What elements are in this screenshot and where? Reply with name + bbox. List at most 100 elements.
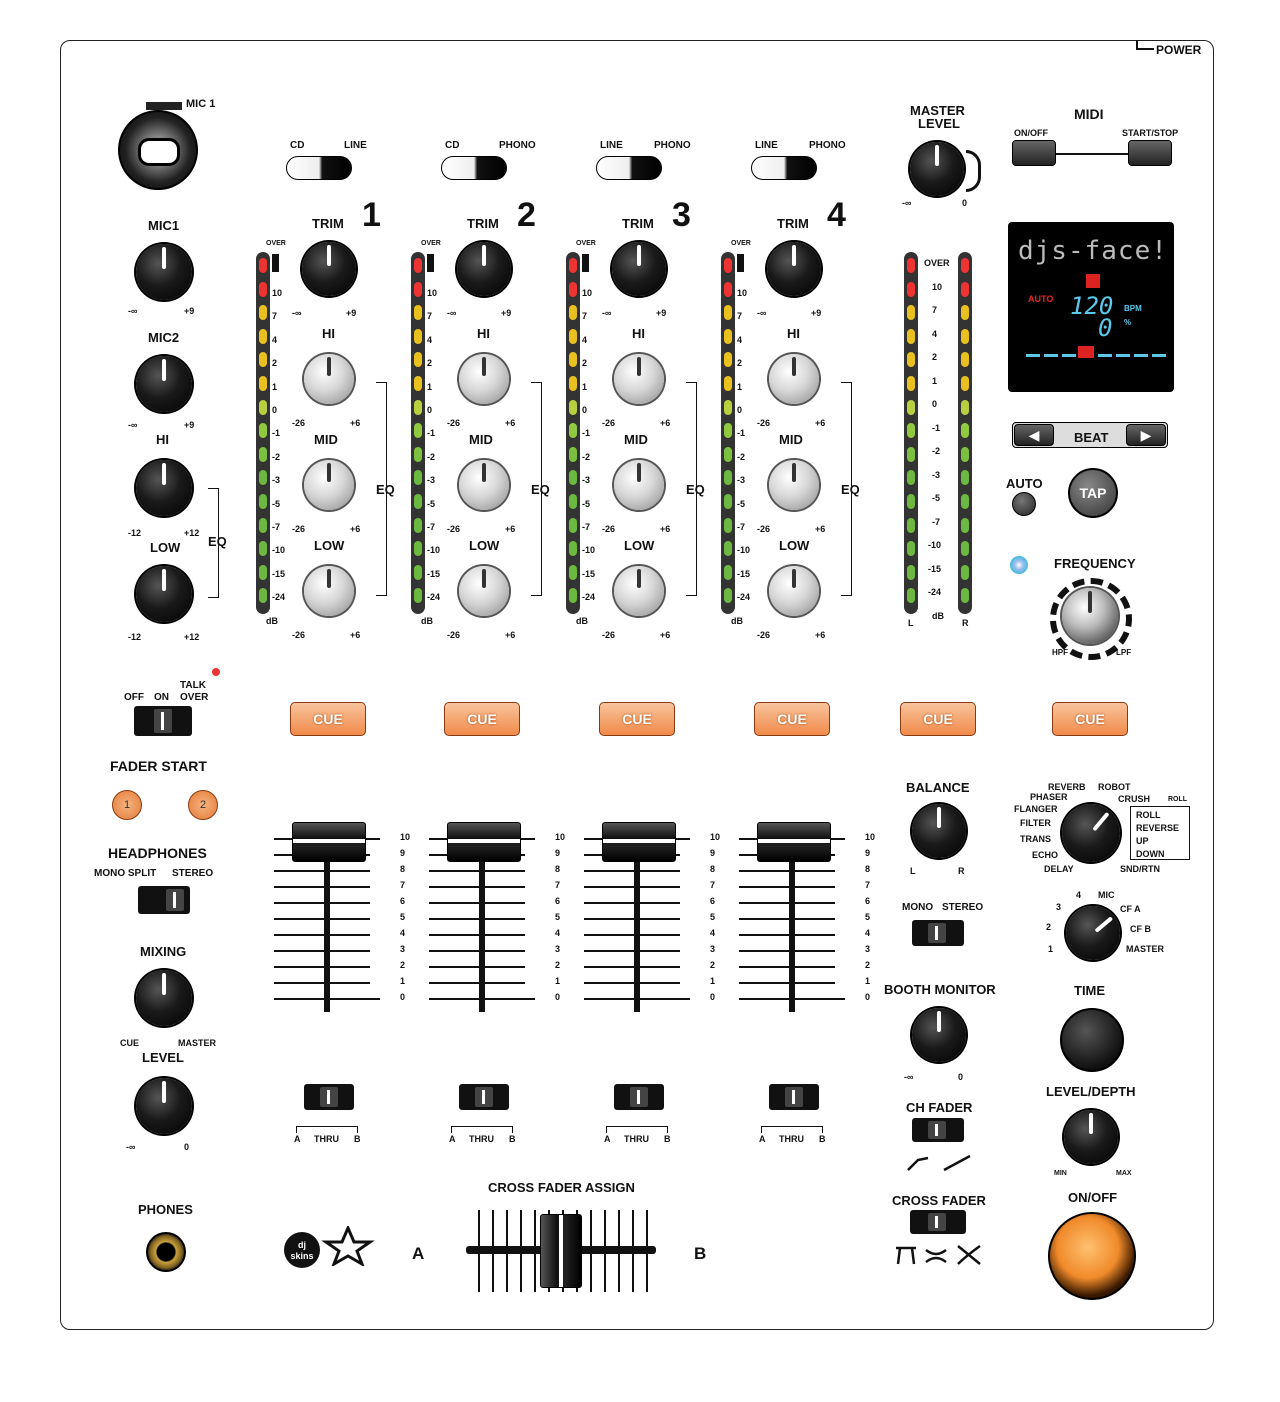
auto-button[interactable]	[1012, 492, 1036, 516]
headphones-mode-switch[interactable]	[138, 886, 190, 914]
fader-tick	[429, 902, 525, 904]
ch1-mid-min: -26	[292, 524, 306, 534]
ch2-hi-knob[interactable]	[459, 354, 509, 404]
ch1-low-knob[interactable]	[304, 566, 354, 616]
mono-stereo-switch[interactable]	[912, 920, 964, 946]
mic-low-knob[interactable]	[136, 566, 192, 622]
ch1-trim-knob[interactable]	[302, 242, 356, 296]
cue-button-4[interactable]: CUE	[754, 702, 830, 736]
meter-segment	[414, 446, 422, 462]
ch3-mid-knob[interactable]	[614, 460, 664, 510]
ch1-mid-knob[interactable]	[304, 460, 354, 510]
ch2-input-switch[interactable]	[441, 156, 507, 180]
tap-button[interactable]: TAP	[1068, 468, 1118, 518]
meter-segment	[961, 588, 969, 604]
ch1-meter-scale-label: -5	[272, 498, 281, 509]
ch1-meter-scale-label: -2	[272, 451, 281, 462]
ch4-crossfader-assign-switch[interactable]	[769, 1084, 819, 1110]
ch3-hi-knob[interactable]	[614, 354, 664, 404]
master-level-title-1: MASTER	[910, 103, 965, 118]
ch4-hi-knob[interactable]	[769, 354, 819, 404]
ch4-low-max: +6	[815, 630, 826, 640]
headphones-level-label: LEVEL	[142, 1050, 184, 1065]
ch3-meter-scale-label: -3	[582, 475, 591, 486]
ch2-crossfader-assign-switch[interactable]	[459, 1084, 509, 1110]
ch3-fader-cap[interactable]	[602, 822, 676, 862]
cue-button-1[interactable]: CUE	[290, 702, 366, 736]
time-knob[interactable]	[1060, 1008, 1124, 1072]
ch4-fader-cap[interactable]	[757, 822, 831, 862]
lpf-label: LPF	[1116, 648, 1132, 657]
mic1-level-knob[interactable]	[136, 244, 192, 300]
master-level-knob[interactable]	[910, 142, 964, 196]
phones-jack[interactable]	[146, 1232, 186, 1272]
ch4-over-label: OVER	[731, 240, 751, 247]
ch1-hi-knob[interactable]	[304, 354, 354, 404]
fader-tick	[274, 966, 370, 968]
meter-segment	[414, 305, 422, 321]
cross-fader-curve-switch[interactable]	[910, 1210, 966, 1234]
ch1-fader-scale: 1	[400, 976, 406, 986]
beat-left-button[interactable]: ◀	[1014, 424, 1054, 446]
ch3-input-switch[interactable]	[596, 156, 662, 180]
mic2-level-knob[interactable]	[136, 356, 192, 412]
effect-select-knob[interactable]	[1062, 804, 1120, 862]
meter-segment	[724, 423, 732, 439]
ch4-input-switch[interactable]	[751, 156, 817, 180]
ch2-low-knob[interactable]	[459, 566, 509, 616]
cue-button-2[interactable]: CUE	[444, 702, 520, 736]
meter-segment	[724, 376, 732, 391]
effect-onoff-button[interactable]	[1048, 1212, 1136, 1300]
ch3-low-knob[interactable]	[614, 566, 664, 616]
midi-onoff-button[interactable]	[1012, 140, 1056, 166]
crossfader-cap[interactable]	[540, 1214, 582, 1288]
ch3-level-meter	[566, 252, 580, 614]
fader-tick	[274, 902, 370, 904]
display-auto: AUTO	[1028, 294, 1054, 304]
ch3-meter-scale-label: -10	[582, 545, 596, 556]
display-percent: 0	[1098, 314, 1113, 342]
meter-segment	[961, 281, 969, 297]
ch4-mid-knob[interactable]	[769, 460, 819, 510]
ch4-assign-b: B	[819, 1134, 826, 1144]
ch2-mid-knob[interactable]	[459, 460, 509, 510]
ch4-meter-scale-label: -3	[737, 475, 746, 486]
cue-button-6[interactable]: CUE	[1052, 702, 1128, 736]
ch3-trim-knob[interactable]	[612, 242, 666, 296]
meter-segment	[724, 328, 732, 344]
ch3-crossfader-assign-switch[interactable]	[614, 1084, 664, 1110]
frequency-knob[interactable]	[1062, 588, 1118, 644]
headphones-mixing-knob[interactable]	[136, 970, 192, 1026]
ch1-input-switch[interactable]	[286, 156, 352, 180]
ch1-low-min: -26	[292, 630, 306, 640]
ch-fader-curve-switch[interactable]	[912, 1118, 964, 1142]
ch2-fader-scale: 2	[555, 960, 561, 970]
level-depth-knob[interactable]	[1064, 1110, 1118, 1164]
headphones-level-knob[interactable]	[136, 1078, 192, 1134]
mic-hi-knob[interactable]	[136, 460, 192, 516]
meter-segment	[569, 446, 577, 462]
channel-select-label: MASTER	[1126, 944, 1164, 954]
talkover-switch[interactable]	[134, 706, 192, 736]
cue-button-5[interactable]: CUE	[900, 702, 976, 736]
frequency-title: FREQUENCY	[1054, 556, 1136, 571]
cue-button-3[interactable]: CUE	[599, 702, 675, 736]
meter-segment	[259, 588, 267, 604]
master-meter-scale-label: -24	[928, 587, 942, 597]
fader-start-1-button[interactable]: 1	[112, 790, 142, 820]
ch1-fader-cap[interactable]	[292, 822, 366, 862]
channel-select-knob[interactable]	[1066, 906, 1120, 960]
ch4-trim-knob[interactable]	[767, 242, 821, 296]
ch4-low-knob[interactable]	[769, 566, 819, 616]
beat-right-button[interactable]: ▶	[1126, 424, 1166, 446]
balance-knob[interactable]	[912, 804, 966, 858]
fader-start-2-button[interactable]: 2	[188, 790, 218, 820]
ch2-fader-cap[interactable]	[447, 822, 521, 862]
meter-segment	[961, 541, 969, 557]
ch2-db-label: dB	[421, 616, 433, 626]
booth-monitor-knob[interactable]	[912, 1008, 966, 1062]
ch2-trim-knob[interactable]	[457, 242, 511, 296]
midi-startstop-button[interactable]	[1128, 140, 1172, 166]
effect-label: CRUSH	[1118, 794, 1151, 804]
ch1-crossfader-assign-switch[interactable]	[304, 1084, 354, 1110]
